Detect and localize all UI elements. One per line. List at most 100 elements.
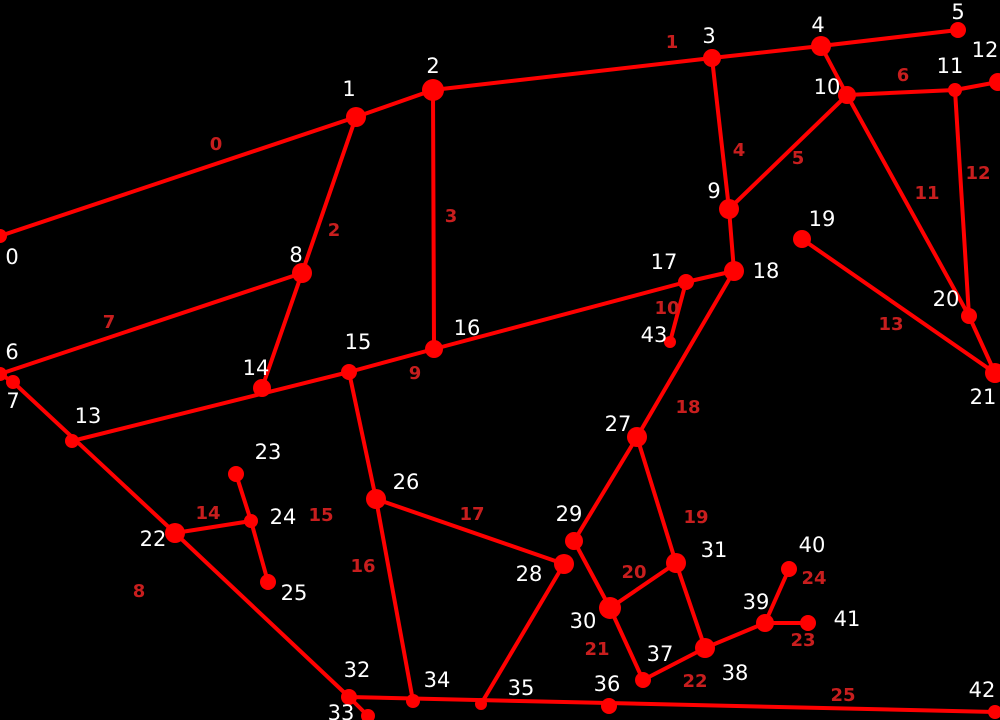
edge-label-20: 20	[621, 562, 646, 583]
node-29	[565, 532, 583, 550]
edge-label-7: 7	[103, 312, 116, 333]
edge-10-11	[845, 88, 957, 97]
node-31	[666, 553, 686, 573]
edge-label-16: 16	[350, 556, 375, 577]
edge-3-9	[710, 56, 731, 211]
node-label-32: 32	[344, 658, 371, 682]
edge-2-16	[431, 88, 436, 351]
edge-1-2	[354, 88, 435, 119]
node-3	[703, 49, 721, 67]
edge-30-37	[608, 606, 645, 682]
node-label-22: 22	[140, 527, 167, 551]
node-5	[950, 22, 966, 38]
node-23	[228, 466, 244, 482]
edge-19-21	[800, 237, 997, 375]
edge-label-25: 25	[830, 685, 855, 706]
node-label-33: 33	[328, 701, 355, 720]
edge-30-31	[608, 561, 678, 610]
node-30	[599, 597, 621, 619]
edge-24-25	[249, 519, 270, 584]
edge-3-4	[710, 44, 823, 60]
node-36	[601, 698, 617, 714]
node-20	[961, 308, 977, 324]
node-label-1: 1	[342, 77, 355, 101]
node-37	[635, 672, 651, 688]
edge-label-15: 15	[308, 505, 333, 526]
node-label-14: 14	[243, 356, 270, 380]
node-41	[800, 615, 816, 631]
node-label-18: 18	[753, 259, 780, 283]
node-40	[781, 561, 797, 577]
node-label-41: 41	[834, 607, 861, 631]
node-label-25: 25	[281, 581, 308, 605]
node-label-38: 38	[722, 661, 749, 685]
edge-label-19: 19	[683, 507, 708, 528]
edge-11-20	[953, 88, 971, 318]
edge-31-38	[674, 561, 707, 650]
edge-26-28	[374, 497, 566, 566]
edge-7-22	[11, 380, 177, 535]
edge-label-1: 1	[666, 32, 679, 53]
edge-39-40	[763, 567, 791, 625]
edge-9-18	[727, 207, 736, 273]
edge-1-8	[300, 115, 358, 275]
node-label-3: 3	[702, 24, 715, 48]
node-label-31: 31	[701, 538, 728, 562]
node-label-15: 15	[345, 330, 372, 354]
node-43	[664, 336, 676, 348]
node-label-11: 11	[937, 54, 964, 78]
node-label-30: 30	[570, 609, 597, 633]
edge-27-29	[572, 435, 639, 543]
edge-label-4: 4	[733, 140, 746, 161]
node-28	[554, 554, 574, 574]
node-33	[361, 709, 375, 720]
edge-label-24: 24	[801, 568, 826, 589]
edge-label-10: 10	[654, 298, 679, 319]
edge-label-14: 14	[195, 503, 220, 524]
node-9	[719, 199, 739, 219]
node-38	[695, 638, 715, 658]
edge-8-14	[260, 271, 304, 390]
node-16	[425, 340, 443, 358]
node-label-6: 6	[5, 340, 18, 364]
edge-28-35	[479, 562, 566, 706]
node-label-27: 27	[605, 412, 632, 436]
node-label-2: 2	[426, 54, 439, 78]
node-label-23: 23	[255, 440, 282, 464]
node-21	[985, 363, 1000, 383]
node-42	[988, 705, 1000, 719]
edge-label-11: 11	[914, 183, 939, 204]
node-label-36: 36	[594, 672, 621, 696]
edge-2-3	[431, 56, 714, 92]
node-label-26: 26	[393, 470, 420, 494]
node-label-21: 21	[970, 385, 997, 409]
node-27	[627, 427, 647, 447]
node-19	[793, 230, 811, 248]
edge-27-31	[635, 435, 678, 565]
node-label-35: 35	[508, 676, 535, 700]
node-1	[346, 107, 366, 127]
node-label-29: 29	[556, 502, 583, 526]
edge-38-39	[703, 621, 767, 650]
edge-29-30	[572, 539, 612, 610]
node-label-42: 42	[969, 678, 996, 702]
node-label-19: 19	[809, 207, 836, 231]
edge-label-18: 18	[675, 397, 700, 418]
node-label-7: 7	[6, 389, 19, 413]
edge-37-38	[641, 646, 707, 682]
edge-label-13: 13	[878, 314, 903, 335]
node-label-17: 17	[651, 250, 678, 274]
edge-9-10	[727, 93, 849, 211]
edge-label-8: 8	[133, 581, 146, 602]
edge-label-23: 23	[790, 630, 815, 651]
node-label-34: 34	[424, 668, 451, 692]
node-label-5: 5	[951, 0, 964, 24]
edge-label-2: 2	[328, 220, 341, 241]
node-7	[6, 375, 20, 389]
node-label-20: 20	[933, 287, 960, 311]
edge-22-24	[173, 519, 253, 535]
edge-label-17: 17	[459, 504, 484, 525]
